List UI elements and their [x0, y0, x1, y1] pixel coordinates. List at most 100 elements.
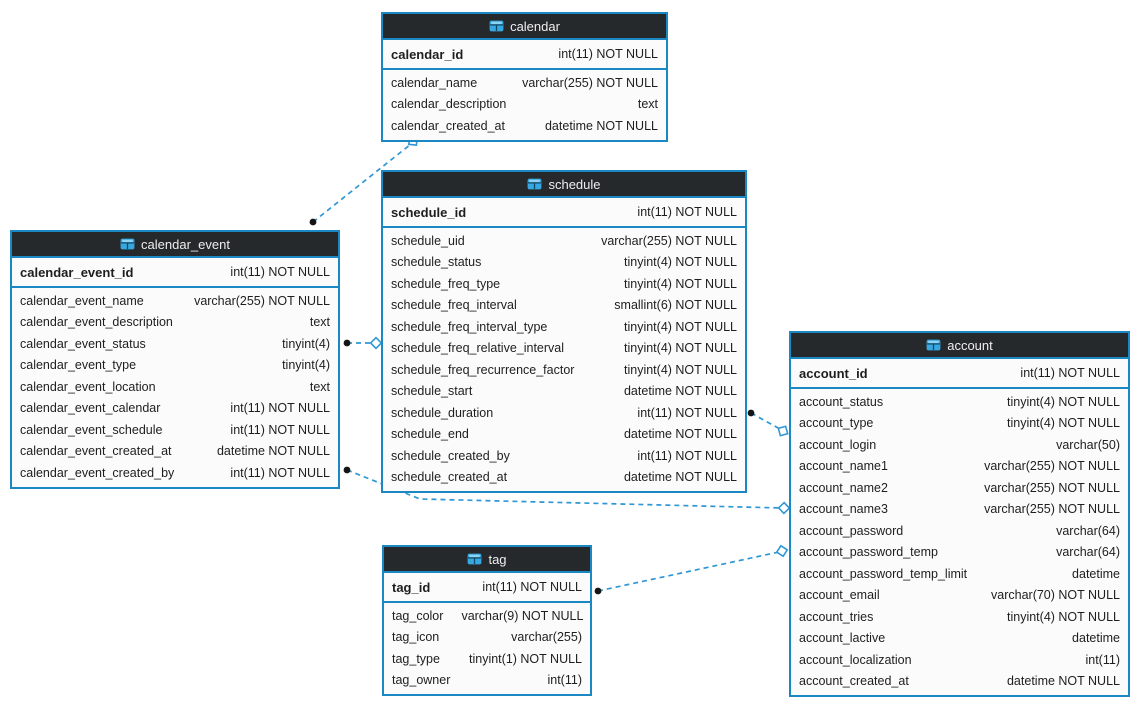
column-name: account_name2: [799, 480, 888, 495]
diamond-endpoint: [369, 336, 383, 350]
relationship-line[interactable]: [346, 469, 783, 509]
column-name: calendar_description: [391, 97, 507, 112]
column-name: calendar_event_schedule: [20, 422, 163, 437]
column-type: text: [309, 379, 330, 394]
pk-row: tag_id int(11) NOT NULL: [384, 575, 590, 599]
column-name: account_status: [799, 394, 884, 409]
column-name: tag_id: [392, 579, 431, 595]
column-type: int(11) NOT NULL: [230, 401, 330, 416]
column-row: calendar_event_schedule int(11) NOT NULL: [12, 419, 338, 441]
column-row: calendar_event_calendar int(11) NOT NULL: [12, 398, 338, 420]
column-name: account_password_temp: [799, 545, 938, 560]
relationship-line[interactable]: [750, 412, 781, 430]
table-header-schedule[interactable]: schedule: [383, 172, 745, 198]
relationship-calendar_event-account[interactable]: [343, 466, 791, 515]
table-header-calendar_event[interactable]: calendar_event: [12, 232, 338, 258]
column-name: calendar_name: [391, 75, 478, 90]
column-type: datetime NOT NULL: [623, 470, 737, 485]
column-type: varchar(255) NOT NULL: [522, 75, 658, 90]
relationship-calendar_event-schedule[interactable]: [343, 336, 383, 350]
relationship-line[interactable]: [312, 143, 412, 223]
column-name: calendar_event_created_at: [20, 444, 172, 459]
column-type: varchar(50): [1056, 437, 1120, 452]
column-row: tag_icon varchar(255): [384, 627, 590, 649]
column-type: int(11) NOT NULL: [1020, 366, 1120, 380]
column-name: account_name3: [799, 502, 888, 517]
column-name: calendar_event_status: [20, 336, 146, 351]
column-name: account_type: [799, 416, 874, 431]
pk-section: tag_id int(11) NOT NULL: [384, 573, 590, 603]
column-name: calendar_event_description: [20, 315, 173, 330]
table-icon: [467, 553, 482, 565]
column-name: schedule_created_at: [391, 470, 508, 485]
table-title: calendar_event: [141, 236, 230, 252]
column-type: varchar(255) NOT NULL: [601, 233, 737, 248]
column-type: varchar(255) NOT NULL: [984, 502, 1120, 517]
column-type: int(11) NOT NULL: [558, 47, 658, 61]
column-type: datetime: [1072, 631, 1120, 646]
column-type: int(11) NOT NULL: [230, 422, 330, 437]
column-row: calendar_name varchar(255) NOT NULL: [383, 72, 666, 94]
column-type: varchar(9) NOT NULL: [461, 608, 584, 623]
column-type: datetime: [1072, 566, 1120, 581]
column-row: tag_color varchar(9) NOT NULL: [384, 605, 590, 627]
table-header-tag[interactable]: tag: [384, 547, 590, 573]
column-type: varchar(64): [1056, 523, 1120, 538]
columns-section: account_status tinyint(4) NOT NULL account…: [791, 389, 1128, 695]
table-title: tag: [488, 551, 507, 567]
column-name: account_tries: [799, 609, 874, 624]
column-name: schedule_status: [391, 255, 482, 270]
column-type: int(11) NOT NULL: [637, 448, 737, 463]
column-type: varchar(255) NOT NULL: [984, 459, 1120, 474]
dot-endpoint: [594, 587, 602, 595]
column-row: schedule_created_at datetime NOT NULL: [383, 467, 745, 489]
column-type: tinyint(4): [282, 358, 330, 373]
column-type: tinyint(4) NOT NULL: [1007, 394, 1120, 409]
column-type: tinyint(1) NOT NULL: [469, 651, 582, 666]
table-header-calendar[interactable]: calendar: [383, 14, 666, 40]
relationship-schedule-account[interactable]: [747, 409, 789, 437]
column-name: account_password_temp_limit: [799, 566, 968, 581]
table-title: account: [947, 337, 993, 353]
column-name: tag_icon: [392, 630, 440, 645]
table-header-account[interactable]: account: [791, 333, 1128, 359]
dot-endpoint: [343, 466, 351, 474]
column-name: tag_color: [392, 608, 444, 623]
table-icon: [926, 339, 941, 351]
column-name: account_localization: [799, 652, 912, 667]
relationship-tag-account[interactable]: [594, 544, 789, 595]
relationship-line[interactable]: [597, 551, 780, 592]
column-name: calendar_event_name: [20, 293, 144, 308]
column-name: calendar_event_calendar: [20, 401, 161, 416]
column-row: account_name1 varchar(255) NOT NULL: [791, 456, 1128, 478]
column-type: int(11) NOT NULL: [482, 580, 582, 594]
column-row: account_name3 varchar(255) NOT NULL: [791, 499, 1128, 521]
column-name: account_name1: [799, 459, 888, 474]
column-type: text: [637, 97, 658, 112]
column-type: varchar(255): [511, 630, 582, 645]
